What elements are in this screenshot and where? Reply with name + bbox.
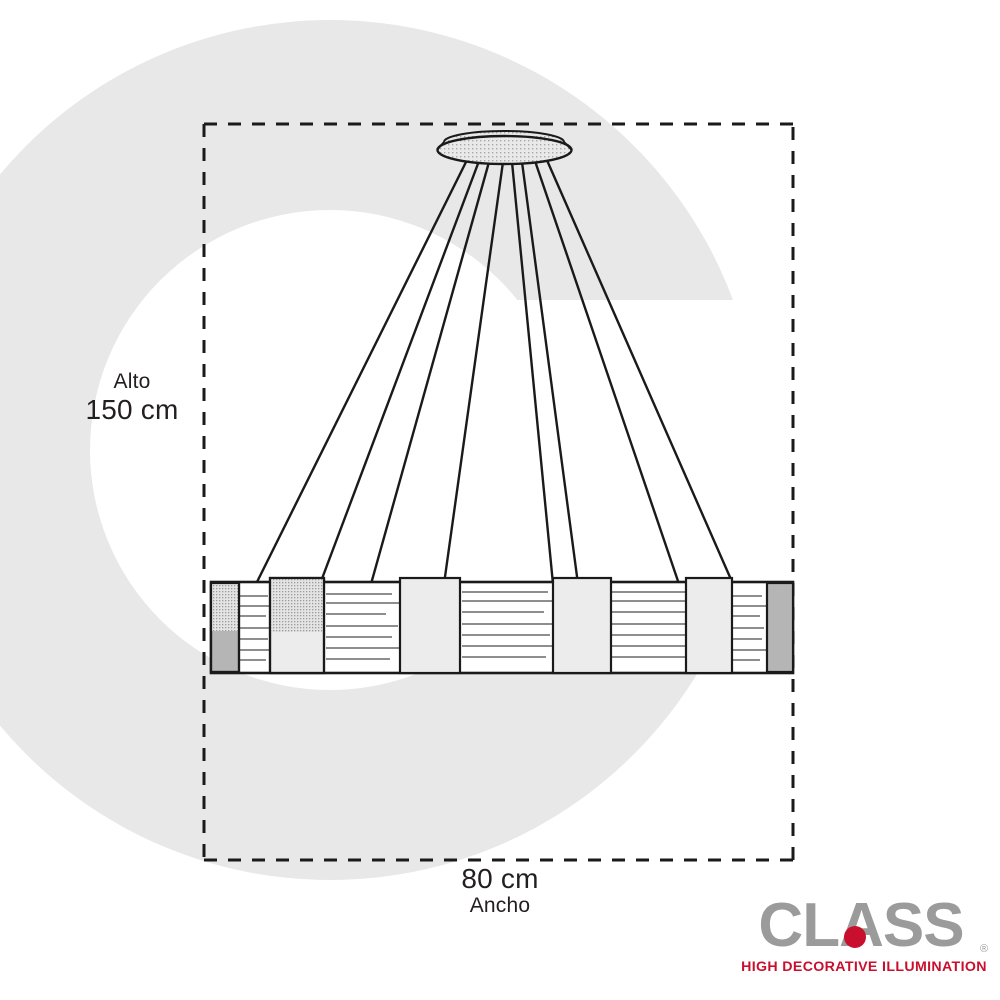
end-cap-left-shade <box>211 583 239 631</box>
width-label-text: Ancho <box>469 894 531 918</box>
logo-red-dot <box>844 926 866 948</box>
module-panel-4 <box>684 576 734 675</box>
cable-5 <box>510 160 555 586</box>
canopy-side-edges <box>436 141 573 151</box>
end-cap-left-border <box>209 581 241 674</box>
cable-4 <box>442 160 505 586</box>
end-cap-right <box>765 581 795 674</box>
height-dimension-label: Alto 150 cm <box>52 370 212 425</box>
cable-8 <box>544 156 735 586</box>
module-panel-3 <box>551 576 613 675</box>
width-dimension-label: 80 cm Ancho <box>420 863 580 918</box>
class-wordmark: CLASS ® <box>758 896 988 958</box>
module-panel-1-shade <box>270 578 324 632</box>
lamp-body <box>209 576 795 675</box>
canopy-bottom-disc <box>436 134 573 166</box>
cable-2 <box>318 159 481 586</box>
ceiling-canopy <box>436 130 573 166</box>
dimension-bounding-box <box>202 122 795 862</box>
height-label-text: Alto <box>113 370 151 393</box>
wordmark-text: CLASS <box>758 896 963 958</box>
cable-6 <box>520 160 580 586</box>
cable-1 <box>254 156 470 586</box>
diffuser-hatching <box>232 591 766 661</box>
height-label-value: 150 cm <box>85 393 179 425</box>
brand-logo: CLASS ® HIGH DECORATIVE ILLUMINATION <box>735 896 993 982</box>
brand-tagline: HIGH DECORATIVE ILLUMINATION <box>741 959 987 975</box>
cable-7 <box>533 159 681 586</box>
cable-3 <box>369 160 491 586</box>
width-label-value: 80 cm <box>461 863 539 894</box>
module-panel-2 <box>398 576 462 675</box>
module-panel-1-border <box>268 576 326 675</box>
suspension-cables <box>254 156 735 586</box>
registered-trademark-icon: ® <box>980 943 988 955</box>
